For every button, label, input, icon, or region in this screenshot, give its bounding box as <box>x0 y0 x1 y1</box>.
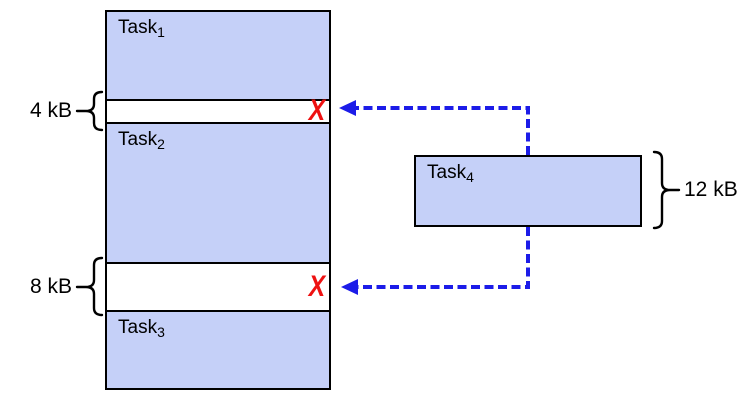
task1-label-sub: 1 <box>157 24 165 40</box>
task1-block: Task1 <box>105 10 331 101</box>
arrow-to-4kb-gap <box>339 100 530 155</box>
task4-label-sub: 4 <box>466 169 474 185</box>
gap-8kb-size-label: 8 kB <box>29 275 72 298</box>
arrow-to-8kb-gap <box>341 227 530 295</box>
task2-block: Task2 <box>105 122 331 264</box>
task4-label: Task4 <box>427 162 474 188</box>
task4-block: Task4 <box>414 155 642 227</box>
task1-label-base: Task <box>118 17 158 38</box>
gap-4kb-block <box>105 99 331 124</box>
task3-label-base: Task <box>118 317 158 338</box>
task2-label-sub: 2 <box>157 136 165 152</box>
task4-label-base: Task <box>427 162 467 183</box>
task4-size-label: 12 kB <box>684 178 738 201</box>
reject-mark-8kb: X <box>308 270 326 303</box>
reject-mark-4kb: X <box>308 94 326 127</box>
arrowhead-4kb-icon <box>339 100 356 116</box>
brace-12kb <box>652 150 681 230</box>
gap-8kb-block <box>105 262 331 312</box>
task3-label-sub: 3 <box>157 324 165 340</box>
task3-block: Task3 <box>105 310 331 390</box>
task2-label-base: Task <box>118 129 158 150</box>
arrow-to-8kb-line <box>357 227 530 289</box>
task2-label: Task2 <box>118 129 165 155</box>
gap-4kb-size-label: 4 kB <box>29 99 72 122</box>
task1-label: Task1 <box>118 17 165 43</box>
arrowhead-8kb-icon <box>341 279 358 295</box>
brace-8kb <box>75 256 104 317</box>
brace-4kb <box>75 90 104 132</box>
arrow-to-4kb-line <box>355 106 530 155</box>
task3-label: Task3 <box>118 317 165 343</box>
